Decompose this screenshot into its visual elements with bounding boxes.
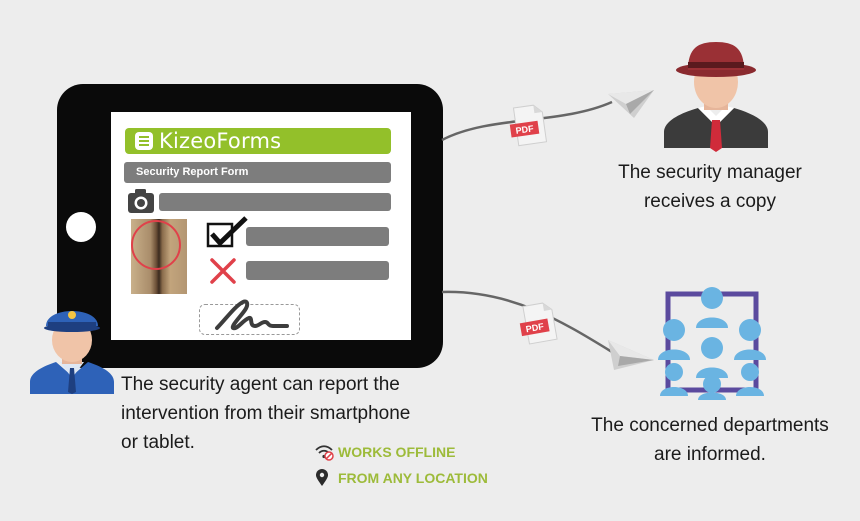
agent-caption-line: intervention from their smartphone	[121, 403, 411, 424]
checkbox-checked-icon	[206, 216, 248, 248]
departments-caption-line: are informed.	[654, 444, 766, 465]
kizeo-forms-logo: KizeoForms	[125, 128, 391, 154]
security-manager-avatar	[664, 42, 768, 152]
any-location-badge: FROM ANY LOCATION	[314, 469, 488, 487]
checkbox-field	[246, 227, 389, 246]
location-pin-icon	[316, 469, 328, 486]
signature-field	[199, 304, 300, 335]
works-offline-badge: WORKS OFFLINE	[314, 443, 455, 461]
photo-highlight-circle	[131, 220, 181, 270]
no-wifi-icon	[315, 445, 334, 461]
red-cross-icon	[210, 258, 236, 284]
logo-text: KizeoForms	[159, 129, 282, 153]
manager-caption-line: receives a copy	[643, 191, 776, 212]
agent-caption-line: The security agent can report the	[121, 374, 400, 395]
offline-label: WORKS OFFLINE	[338, 444, 456, 460]
signature-icon	[215, 299, 289, 331]
camera-icon	[128, 189, 154, 213]
agent-caption-line: or tablet.	[121, 432, 195, 453]
manager-caption-line: The security manager	[618, 162, 802, 183]
form-list-icon	[135, 132, 153, 150]
departments-group-icon	[658, 287, 766, 400]
paper-plane-icon	[608, 90, 654, 118]
location-label: FROM ANY LOCATION	[338, 470, 488, 486]
paper-plane-icon	[608, 340, 654, 370]
departments-caption: The concerned departments are informed.	[578, 411, 842, 469]
form-title-bar: Security Report Form	[124, 162, 391, 183]
rejection-field	[246, 261, 389, 280]
tablet-home-button	[66, 212, 96, 242]
manager-caption: The security manager receives a copy	[592, 158, 828, 216]
pdf-document-icon: PDF	[519, 302, 558, 345]
photo-input-field	[159, 193, 391, 211]
security-agent-avatar	[30, 311, 114, 394]
agent-caption: The security agent can report the interv…	[121, 370, 441, 457]
pdf-label: PDF	[525, 321, 545, 334]
pdf-document-icon: PDF	[509, 104, 548, 147]
departments-caption-line: The concerned departments	[591, 415, 829, 436]
pdf-label: PDF	[515, 123, 535, 135]
